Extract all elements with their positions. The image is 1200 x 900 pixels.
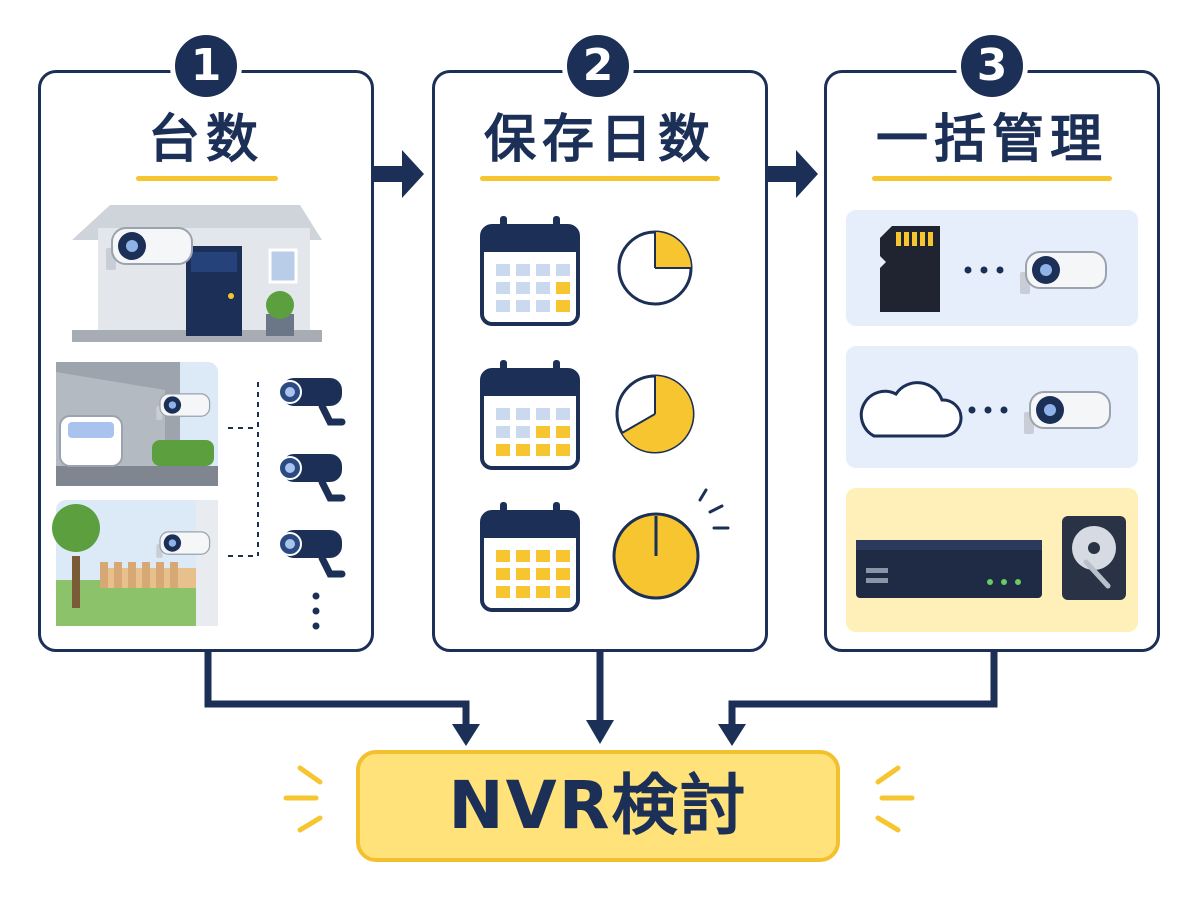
panel-title-3: 一括管理 [875,110,1108,170]
title-underline-2 [480,176,720,181]
calendar-icon [480,500,580,612]
dots-icon [968,406,1008,414]
step-badge-1: 1 [170,30,242,102]
dots-icon [964,266,1004,274]
arrow-panel2-to-panel3 [768,150,818,198]
house-with-camera-icon [72,205,322,342]
hard-disk-icon [1062,516,1126,600]
nvr-recorder-icon [856,540,1042,598]
clock-full-icon [612,488,730,600]
highlight-rays-right [875,765,915,833]
camera-list-icon [228,378,342,630]
result-box: NVR検討 [356,750,840,862]
cloud-icon [859,381,963,438]
step-badge-2: 2 [562,30,634,102]
panel-title-2: 保存日数 [483,110,716,170]
calendar-icon [480,214,580,326]
calendar-icon [480,358,580,470]
connector-lines [204,652,998,730]
clock-quarter-icon [617,230,693,306]
highlight-rays-left [283,765,323,833]
panel-title-1: 台数 [147,110,264,170]
clock-half-icon [615,374,695,454]
step-badge-3: 3 [956,30,1028,102]
connector-arrowheads [452,720,746,746]
title-underline-1 [136,176,278,181]
garden-camera-icon [52,500,218,626]
arrow-panel1-to-panel2 [374,150,424,198]
title-underline-3 [872,176,1112,181]
garage-camera-icon [56,362,218,486]
sd-card-icon [880,226,940,312]
